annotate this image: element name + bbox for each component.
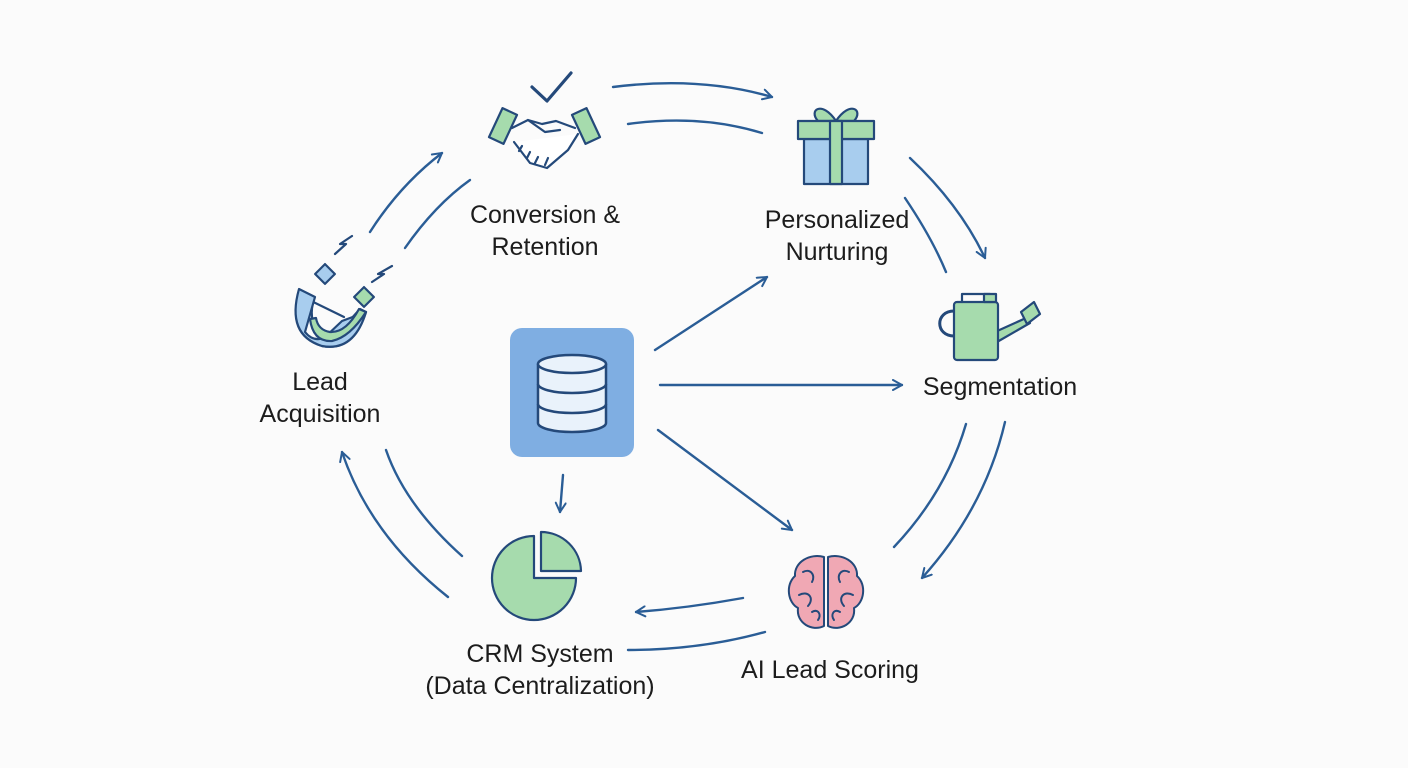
magnet-icon bbox=[294, 234, 394, 348]
arc-segmentation-scoring-return bbox=[892, 422, 968, 549]
node-label-segmentation: Segmentation bbox=[900, 371, 1100, 403]
node-label-conversion-line2: Retention bbox=[491, 233, 599, 261]
arrow-nurturing-to-segmentation bbox=[908, 156, 987, 260]
arrow-hub-to-crm bbox=[554, 473, 567, 514]
node-label-scoring-line1: AI Lead Scoring bbox=[741, 656, 919, 684]
arrow-scoring-to-crm bbox=[634, 596, 745, 618]
node-label-segmentation-line1: Segmentation bbox=[922, 373, 1078, 401]
brain-icon bbox=[787, 555, 865, 629]
arrow-hub-to-nurturing bbox=[653, 275, 769, 352]
node-label-crm-line2: (Data Centralization) bbox=[425, 672, 655, 700]
hub-arrows bbox=[554, 275, 904, 532]
node-label-acquisition: Lead Acquisition bbox=[230, 366, 410, 430]
arrow-conversion-to-nurturing bbox=[611, 82, 774, 101]
node-label-conversion: Conversion & Retention bbox=[445, 199, 645, 263]
arrow-acquisition-to-conversion bbox=[368, 151, 444, 234]
node-label-conversion-line1: Conversion & bbox=[469, 201, 621, 229]
database-icon bbox=[510, 328, 634, 457]
arrow-crm-to-acquisition bbox=[339, 450, 450, 599]
arc-nurturing-segmentation-return bbox=[903, 196, 948, 274]
gift-icon bbox=[796, 107, 876, 186]
watering-can-icon bbox=[938, 292, 1042, 362]
arc-crm-acquisition-return bbox=[384, 448, 464, 558]
check-mark-icon bbox=[530, 71, 573, 103]
node-label-acquisition-line1: Lead bbox=[292, 368, 348, 396]
arc-scoring-crm-return bbox=[626, 630, 767, 652]
cycle-arrows bbox=[339, 82, 1007, 652]
node-label-scoring: AI Lead Scoring bbox=[720, 654, 940, 686]
node-label-crm-line1: CRM System bbox=[466, 640, 614, 668]
node-label-crm: CRM System (Data Centralization) bbox=[405, 638, 675, 702]
handshake-icon bbox=[487, 71, 602, 170]
arrow-hub-to-scoring bbox=[656, 428, 794, 532]
node-label-acquisition-line2: Acquisition bbox=[259, 400, 381, 428]
node-label-nurturing-line2: Nurturing bbox=[785, 238, 889, 266]
arrow-segmentation-to-scoring bbox=[920, 420, 1007, 580]
node-label-nurturing: Personalized Nurturing bbox=[737, 204, 937, 268]
pie-chart-icon bbox=[490, 530, 583, 622]
arc-acquisition-conversion-return bbox=[403, 178, 472, 250]
node-label-nurturing-line1: Personalized bbox=[764, 206, 910, 234]
arc-conversion-nurturing-return bbox=[626, 119, 764, 135]
